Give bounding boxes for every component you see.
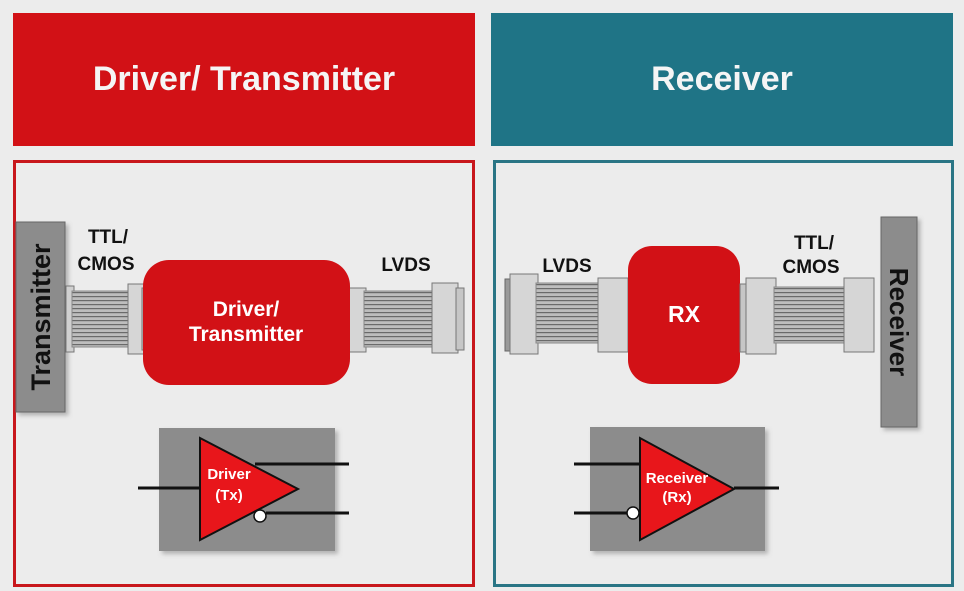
rx-block: RX: [628, 246, 740, 384]
receiver-block: Receiver: [880, 216, 918, 428]
driver-block-line2: Transmitter: [189, 323, 303, 346]
lvds-cable-right: [504, 273, 629, 355]
transmitter-label: Transmitter: [26, 243, 56, 391]
driver-symbol: Driver (Tx): [138, 428, 349, 551]
driver-symbol-line1: Driver: [207, 466, 251, 483]
driver-block-line1: Driver/: [213, 298, 280, 321]
cmos-label-left: CMOS: [78, 254, 135, 275]
receiver-header: Receiver: [491, 13, 953, 146]
lvds-label-right: LVDS: [542, 256, 591, 277]
driver-transmitter-title: Driver/ Transmitter: [92, 60, 396, 98]
driver-transmitter-header: Driver/ Transmitter: [13, 13, 475, 146]
ttl-label-left: TTL/: [88, 227, 129, 248]
ttl-cmos-cable-right: [739, 277, 875, 355]
cmos-label-right: CMOS: [783, 257, 840, 278]
driver-transmitter-block: Driver/ Transmitter: [143, 260, 350, 385]
receiver-symbol-line2: (Rx): [662, 489, 691, 506]
receiver-symbol-line1: Receiver: [646, 470, 709, 487]
lvds-label-left: LVDS: [381, 255, 430, 276]
ttl-label-right: TTL/: [794, 233, 835, 254]
receiver-title: Receiver: [651, 60, 793, 98]
lvds-cable-left: [347, 282, 465, 354]
transmitter-block: Transmitter: [15, 221, 66, 413]
driver-symbol-line2: (Tx): [215, 487, 243, 504]
receiver-symbol: Receiver (Rx): [574, 427, 779, 551]
ttl-cmos-cable-left: [65, 283, 151, 355]
rx-block-label: RX: [668, 301, 701, 327]
receiver-side-label: Receiver: [884, 268, 914, 376]
